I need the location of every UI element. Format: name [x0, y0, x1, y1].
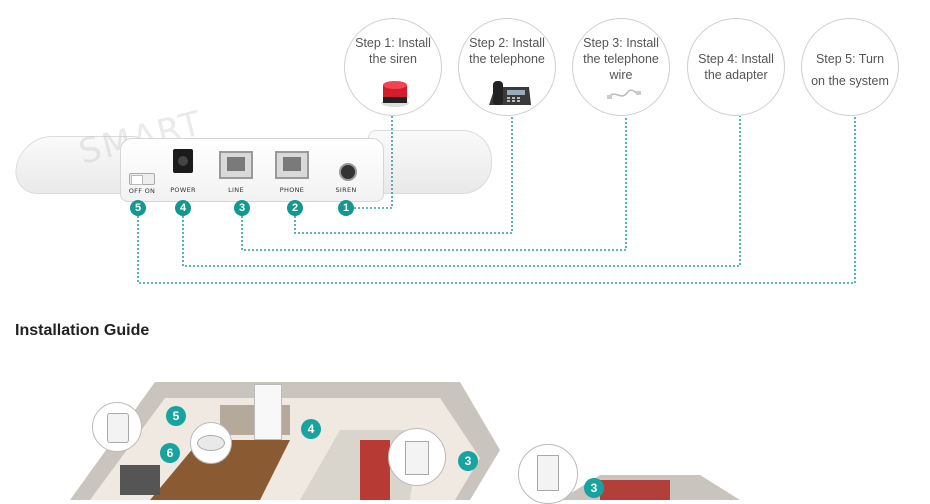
telephone-icon [489, 81, 531, 105]
repeater-callout [92, 402, 142, 452]
house-badge-5: 5 [166, 406, 186, 426]
house-badge-4: 4 [301, 419, 321, 439]
badge-step-1: 1 [338, 200, 354, 216]
step-5-circle: Step 5: Turn on the system [801, 18, 899, 116]
line-label: LINE [228, 186, 244, 194]
line-port [219, 151, 253, 179]
step-1-circle: Step 1: Install the siren [344, 18, 442, 116]
siren-icon [381, 81, 409, 107]
connector-lines [137, 116, 856, 284]
switch-label: OFF ON [128, 187, 156, 195]
siren-label: SIREN [335, 186, 357, 194]
power-switch [129, 173, 155, 185]
step-2-circle: Step 2: Install the telephone [458, 18, 556, 116]
power-jack [173, 149, 193, 173]
window-sensor-callout [518, 444, 578, 504]
telephone-wire-icon [607, 89, 641, 99]
badge-step-2: 2 [287, 200, 303, 216]
door-sensor-callout [388, 428, 446, 486]
step-4-label: Step 4: Install the adapter [698, 52, 774, 82]
installation-guide-heading: Installation Guide [15, 322, 150, 339]
house-badge-3b: 3 [584, 478, 604, 498]
badge-step-3: 3 [234, 200, 250, 216]
step-2-label: Step 2: Install the telephone [469, 36, 545, 66]
badge-step-5: 5 [130, 200, 146, 216]
step-1-label: Step 1: Install the siren [355, 36, 431, 66]
house-badge-6: 6 [160, 443, 180, 463]
phone-port [275, 151, 309, 179]
step-3-label: Step 3: Install the telephone wire [583, 36, 659, 82]
step-5-label: Step 5: Turn on the system [811, 52, 889, 88]
power-label: POWER [170, 186, 196, 194]
badge-step-4: 4 [175, 200, 191, 216]
phone-label: PHONE [279, 186, 305, 194]
router-back-panel: OFF ON POWER LINE PHONE SIREN [120, 138, 384, 202]
pir-sensor-callout [254, 384, 282, 440]
siren-jack [339, 163, 357, 181]
step-3-circle: Step 3: Install the telephone wire [572, 18, 670, 116]
smoke-detector-callout [190, 422, 232, 464]
house-badge-3a: 3 [458, 451, 478, 471]
step-4-circle: Step 4: Install the adapter [687, 18, 785, 116]
